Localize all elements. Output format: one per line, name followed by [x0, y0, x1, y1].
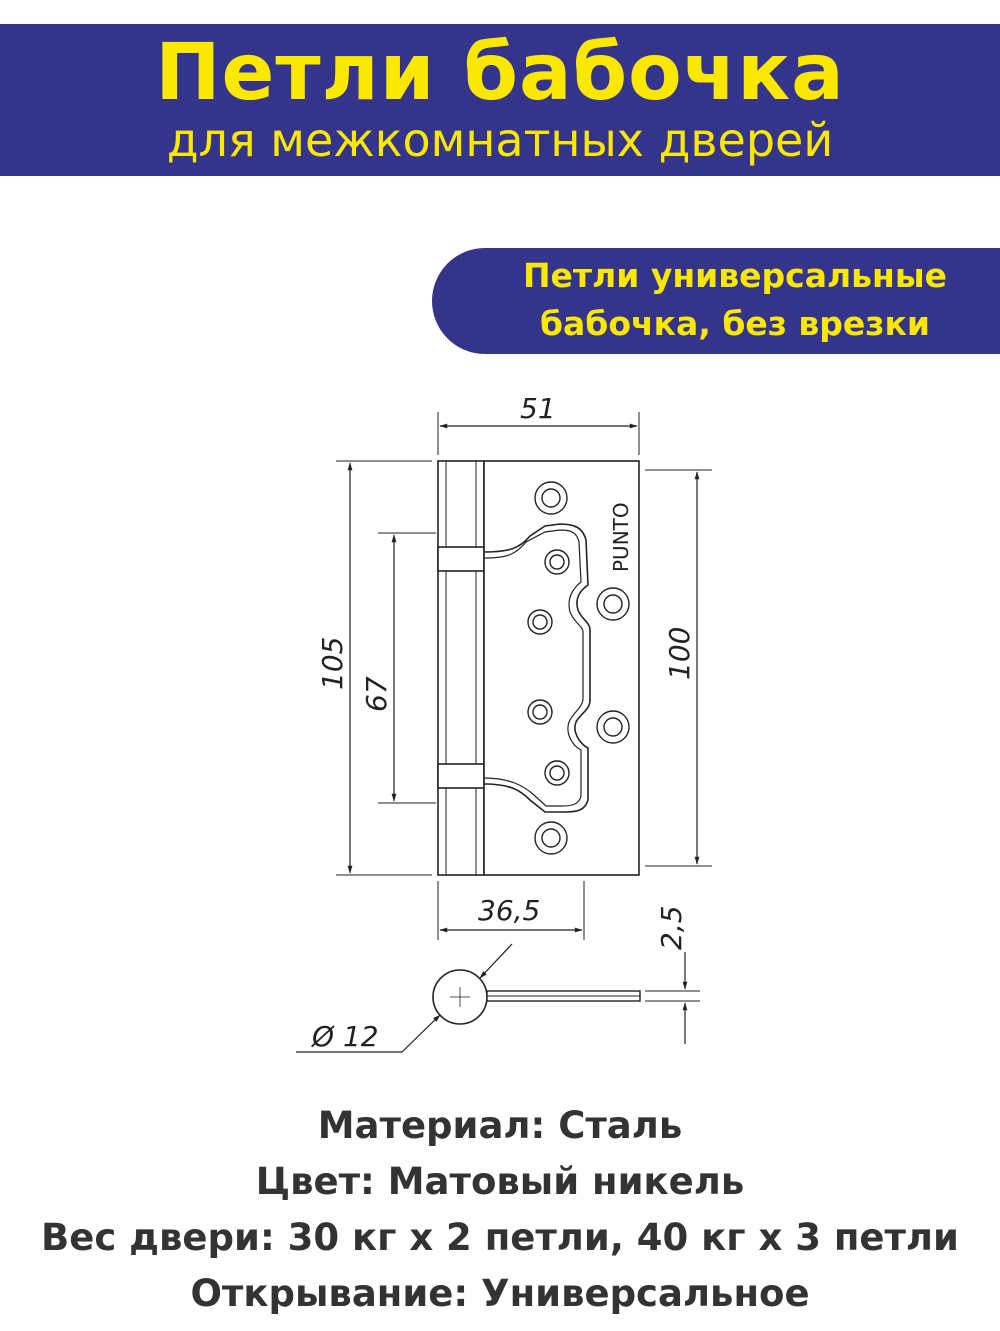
hinge-barrel	[437, 460, 485, 876]
dim-between-knuckles-label: 67	[360, 676, 393, 712]
spec-door-weight: Вес двери: 30 кг х 2 петли, 40 кг х 3 пе…	[41, 1216, 959, 1259]
screw-holes	[527, 481, 630, 855]
dim-plate-width-label: 36,5	[478, 894, 540, 927]
knuckle-bottom	[437, 763, 485, 789]
feature-badge-text: Петли универсальные бабочка, без врезки	[480, 252, 990, 348]
dim-thickness-label: 2,5	[655, 905, 688, 950]
page-subtitle: для межкомнатных дверей	[166, 113, 834, 167]
spec-color: Цвет: Матовый никель	[255, 1160, 745, 1203]
dim-plate-height-label: 100	[663, 627, 696, 680]
feature-badge	[432, 248, 1000, 354]
badge-line-1: Петли универсальные	[522, 256, 948, 295]
page-title: Петли бабочка	[155, 28, 845, 118]
knuckle-top	[437, 546, 485, 572]
brand-mark: PUNTO	[609, 502, 633, 572]
hinge-inner-plate	[483, 523, 591, 813]
spec-opening: Открывание: Универсальное	[190, 1272, 810, 1315]
dim-diameter-label: Ø 12	[311, 1020, 379, 1053]
header-banner	[0, 24, 1000, 176]
dim-height-total-label: 105	[316, 637, 349, 690]
spec-material: Материал: Сталь	[317, 1104, 683, 1147]
badge-line-2: бабочка, без врезки	[539, 304, 931, 343]
dim-width-label: 51	[520, 392, 556, 425]
